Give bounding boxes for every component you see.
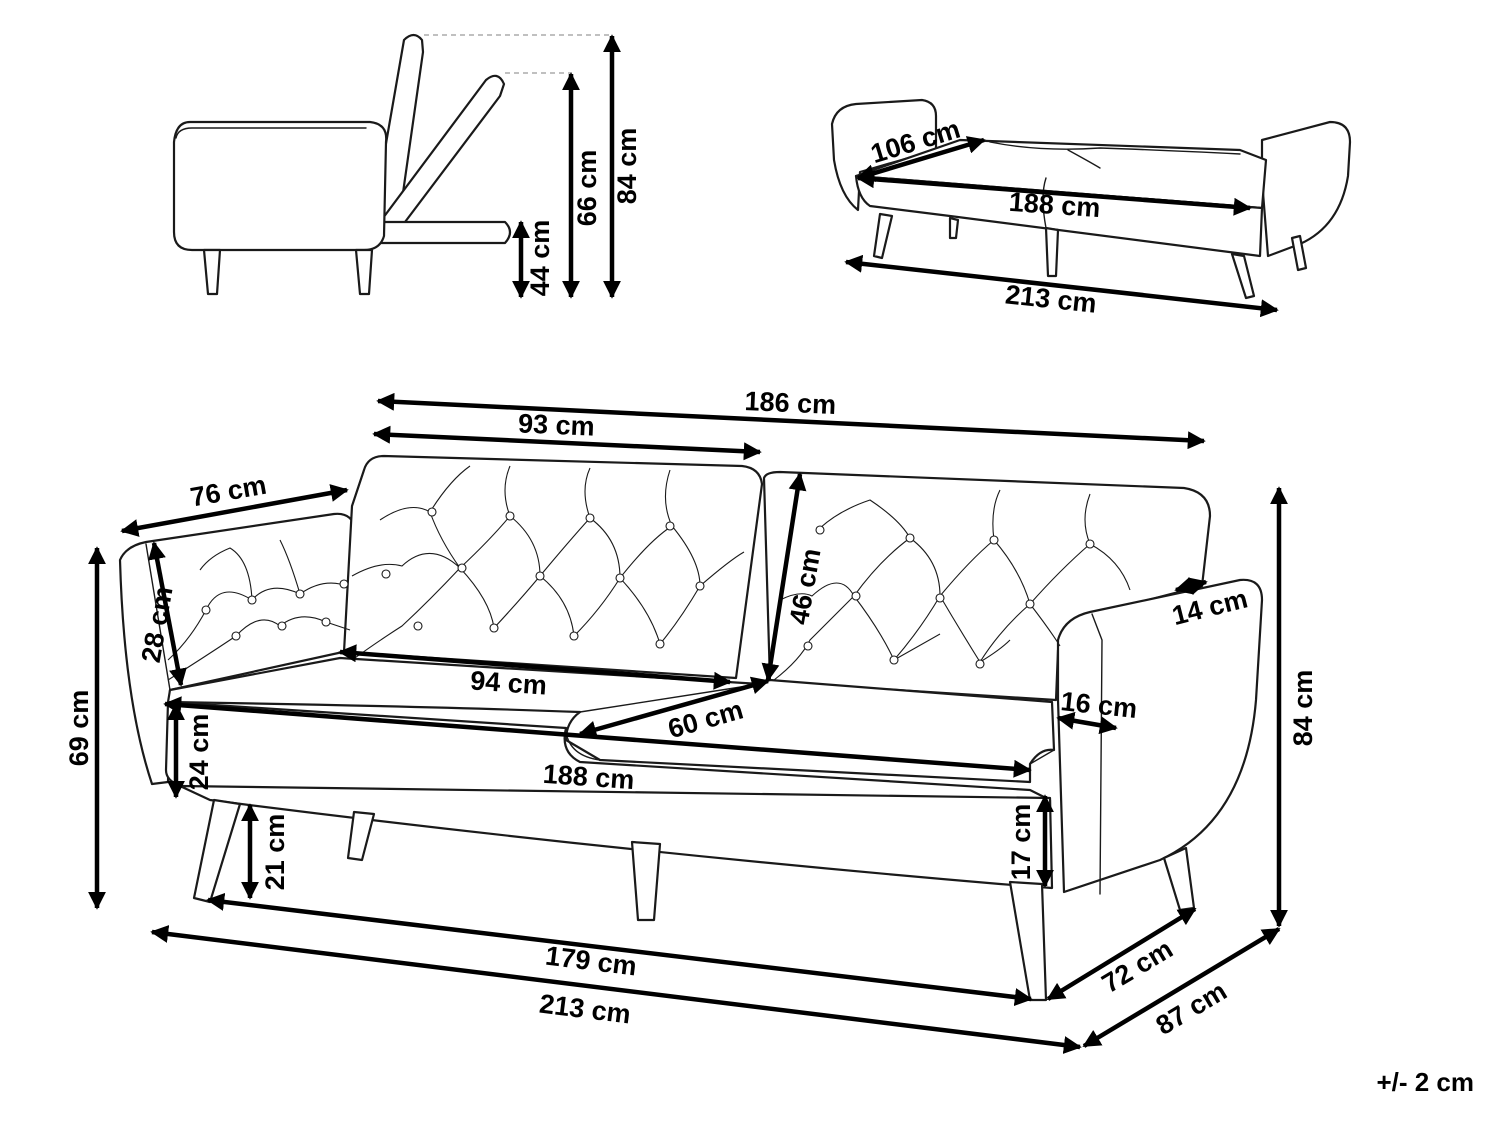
label-213: 213 cm (538, 989, 633, 1030)
label-21: 21 cm (260, 814, 290, 891)
label-17: 17 cm (1006, 804, 1036, 881)
label-24: 24 cm (184, 714, 214, 791)
label-side-84: 84 cm (612, 128, 642, 205)
label-179: 179 cm (544, 941, 639, 982)
label-side-66: 66 cm (572, 150, 602, 227)
dim-arrow-46 (761, 472, 807, 682)
dim-arrow-16 (1056, 711, 1118, 735)
label-94: 94 cm (469, 665, 547, 700)
dim-arrow-87 (1082, 927, 1281, 1048)
dimension-arrows (88, 34, 1288, 1054)
label-186: 186 cm (744, 386, 837, 420)
dim-arrow-213 (150, 925, 1082, 1054)
dim-arrow-76 (120, 484, 349, 537)
tolerance-note: +/- 2 cm (1376, 1067, 1474, 1097)
label-side-44: 44 cm (525, 220, 555, 297)
label-bed-213: 213 cm (1004, 279, 1098, 318)
dim-arrow-bed-188 (856, 170, 1252, 216)
dim-arrow-28 (148, 541, 187, 687)
tufting-pattern (167, 465, 1131, 681)
label-93: 93 cm (517, 408, 595, 441)
dim-arrow-bed-213 (844, 254, 1279, 318)
side-view-drawing (172, 33, 612, 296)
dim-arrow-188 (163, 696, 1032, 778)
dim-arrow-14 (1174, 577, 1208, 595)
label-87: 87 cm (1151, 976, 1232, 1041)
label-69: 69 cm (64, 690, 94, 767)
label-bed-188: 188 cm (1008, 187, 1101, 223)
label-84: 84 cm (1288, 670, 1318, 747)
dim-arrow-93 (372, 425, 762, 461)
dim-arrow-186 (376, 392, 1206, 450)
label-seat-188: 188 cm (542, 759, 635, 795)
